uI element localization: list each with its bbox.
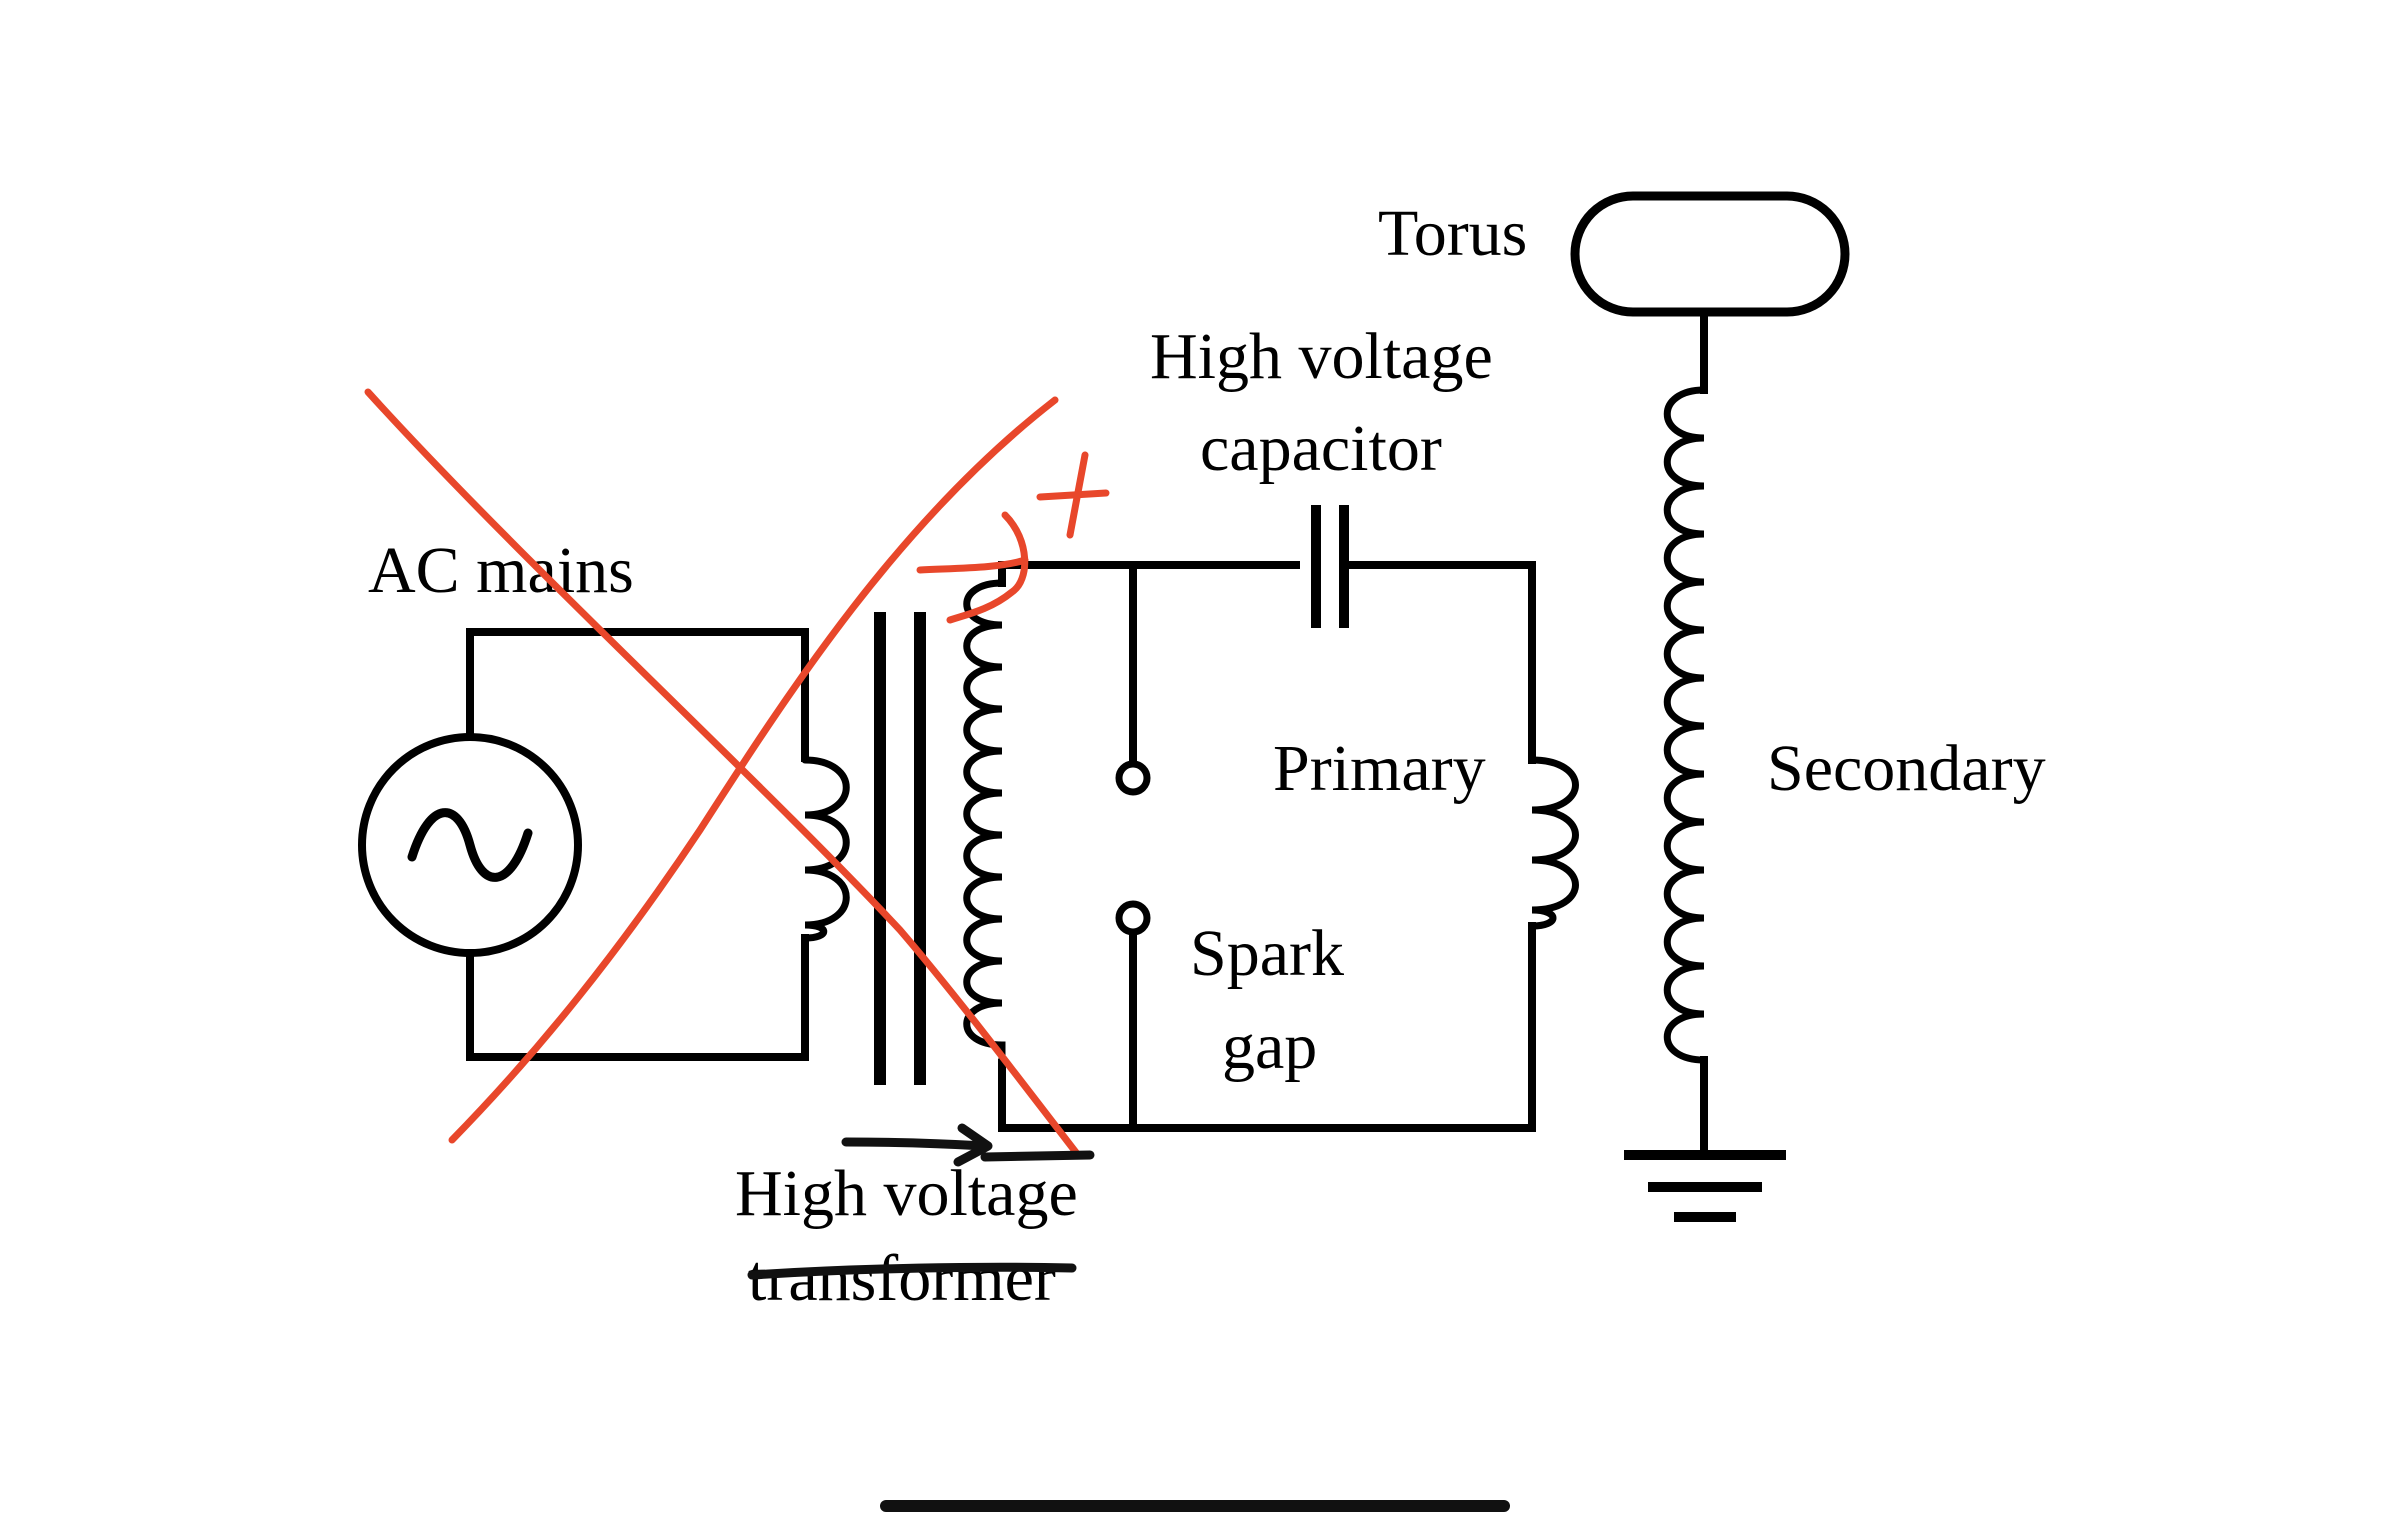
primary-coil-symbol <box>1528 756 1579 930</box>
hv-transformer-symbol <box>801 579 1006 1085</box>
secondary-coil-symbol <box>1663 386 1708 1064</box>
label-torus: Torus <box>1378 197 1527 270</box>
label-hv-transformer-line1: High voltage <box>735 1157 1078 1230</box>
ac-source-symbol <box>358 733 582 957</box>
circuit-wires <box>466 308 1708 1154</box>
label-hv-transformer-line2: transformer <box>748 1242 1056 1315</box>
label-hv-capacitor-line1: High voltage <box>1150 320 1493 393</box>
ground-icon <box>1624 1150 1786 1222</box>
red-cross-stroke-2 <box>448 396 1059 1144</box>
torus-symbol <box>1570 191 1850 317</box>
label-primary: Primary <box>1273 732 1486 805</box>
sine-wave-icon <box>407 808 533 882</box>
red-cross-stroke-1 <box>364 388 1082 1159</box>
red-plus-stroke-2 <box>1036 489 1110 501</box>
label-spark-gap-line2: gap <box>1222 1010 1317 1083</box>
label-ac-mains: AC mains <box>368 534 634 607</box>
hv-capacitor-symbol <box>1300 505 1349 628</box>
black-arrow <box>841 1123 993 1167</box>
label-hv-capacitor-line2: capacitor <box>1200 412 1442 485</box>
black-strikethrough <box>747 1262 1077 1280</box>
home-indicator[interactable] <box>880 1500 1510 1512</box>
red-arrow <box>916 511 1029 624</box>
label-secondary: Secondary <box>1767 732 2046 805</box>
label-spark-gap-line1: Spark <box>1190 917 1344 990</box>
handwritten-annotations <box>364 388 1110 1280</box>
spark-gap-symbol <box>1115 760 1151 936</box>
black-underline <box>980 1150 1095 1162</box>
